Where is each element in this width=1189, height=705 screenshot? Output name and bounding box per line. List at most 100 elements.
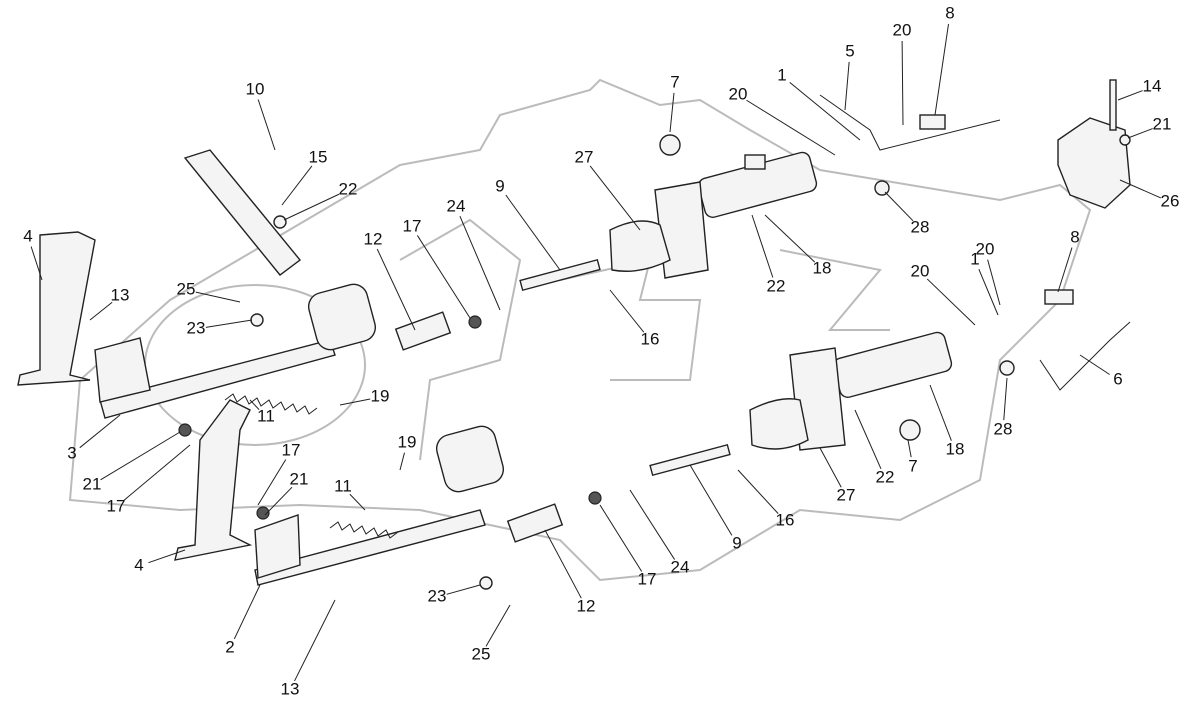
leader-line [89,301,113,321]
leader-line [1057,247,1073,293]
leader-line [746,99,836,156]
callout-27: 27 [575,147,594,166]
pipe-5 [819,94,1001,151]
leader-line [505,194,561,271]
leader-line [233,584,261,640]
callout-22: 22 [767,276,786,295]
leader-line [1079,354,1110,375]
leader-line [884,191,914,222]
leader-line [257,459,287,506]
callout-16: 16 [641,329,660,348]
callout-28: 28 [994,419,1013,438]
leader-line [1119,179,1162,199]
callout-28: 28 [911,217,930,236]
callout-22: 22 [339,179,358,198]
leader-line [926,278,976,326]
callout-20: 20 [911,261,930,280]
leader-line [1117,90,1143,101]
leader-line [249,399,260,411]
callout-8: 8 [945,3,954,22]
callout-25: 25 [177,279,196,298]
leader-line [987,259,1001,306]
leader-line [376,248,416,331]
pedal-upper [17,231,96,386]
callout-17: 17 [107,496,126,515]
bracket-2 [254,509,486,586]
callout-2: 2 [225,637,234,656]
bracket-3 [99,339,336,419]
leader-line [819,447,842,488]
callout-17: 17 [638,569,657,588]
leader-line [79,414,121,449]
callout-14: 14 [1143,76,1162,95]
leader-line [751,214,774,278]
lever-10 [183,149,302,276]
callout-10: 10 [246,79,265,98]
master-cylinder-upper [519,151,818,292]
callout-7: 7 [908,456,917,475]
callout-15: 15 [309,147,328,166]
callout-3: 3 [67,443,76,462]
callout-16: 16 [776,510,795,529]
callout-18: 18 [946,439,965,458]
callout-19: 19 [371,386,390,405]
leader-line [934,23,950,116]
callout-1: 1 [777,65,786,84]
callout-17: 17 [282,440,301,459]
leader-line [416,235,471,319]
callout-9: 9 [495,176,504,195]
callout-13: 13 [111,285,130,304]
callout-11: 11 [334,476,352,495]
parts [17,79,1131,590]
bracket-3-plate [94,337,151,403]
pipe-6 [1039,321,1131,391]
callout-12: 12 [577,596,596,615]
hardware [178,79,1131,590]
leader-line [844,61,850,111]
leader-line [901,40,904,126]
callout-23: 23 [187,318,206,337]
callout-24: 24 [447,196,466,215]
bushing-upper [307,283,377,351]
leader-line [609,289,645,333]
callout-23: 23 [428,586,447,605]
leader-line [30,246,43,281]
leader-line [264,486,293,516]
leader-line [257,99,276,151]
spring-upper [224,393,318,415]
leader-line [283,193,340,221]
callout-21: 21 [83,474,102,493]
callout-5: 5 [845,41,854,60]
leader-line [446,584,481,595]
callout-12: 12 [364,229,383,248]
bracket-2-plate [254,514,301,579]
bushing-lower [435,425,505,493]
leader-line [294,599,336,682]
leader-line [599,504,643,572]
leader-line [764,214,816,263]
callout-18: 18 [813,258,832,277]
callout-24: 24 [671,557,690,576]
callout-17: 17 [403,216,422,235]
leader-line [339,398,371,406]
callout-21: 21 [290,469,309,488]
leader-line [100,431,181,481]
leader-line [737,469,779,514]
leader-line [148,549,186,564]
callout-27: 27 [837,485,856,504]
callout-11: 11 [257,406,275,425]
callout-19: 19 [398,432,417,451]
callout-1: 1 [970,249,979,268]
leader-line [589,165,641,231]
leader-line [123,444,191,501]
clevis-lower [506,503,564,543]
clevis-upper [394,311,452,351]
callout-4: 4 [134,555,143,574]
callout-6: 6 [1113,369,1122,388]
callout-20: 20 [893,20,912,39]
leader-line [399,452,405,471]
callout-8: 8 [1070,227,1079,246]
leader-lines [30,23,1162,682]
